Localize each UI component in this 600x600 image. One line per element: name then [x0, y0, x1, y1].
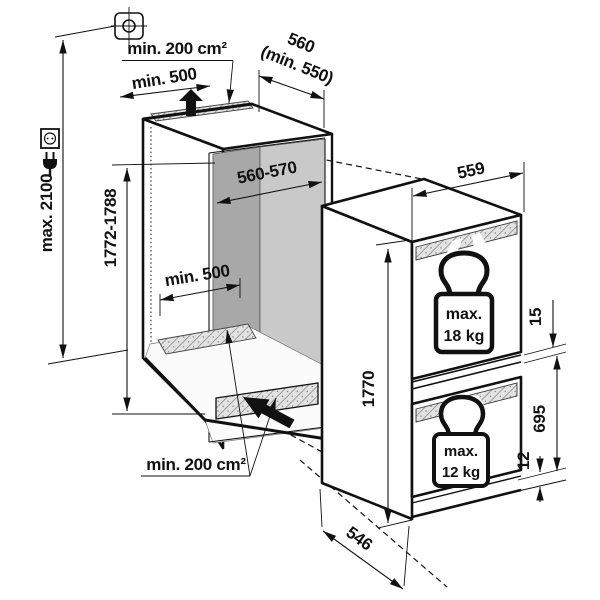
power-socket-icon [40, 128, 60, 149]
dim-top-vent-area: min. 200 cm² [122, 39, 234, 104]
lower-weight-prefix: max. [444, 443, 478, 460]
projection-line-top [149, 124, 423, 180]
appliance-plinth-line [411, 475, 522, 504]
appliance-bottom-edge [411, 488, 522, 519]
interior-height-label: 1772-1788 [101, 189, 120, 268]
upper-door-vent-notch [446, 238, 463, 255]
base-vent-area-label: min. 200 cm² [146, 455, 246, 474]
appliance-height-label: 1770 [359, 371, 378, 408]
lower-door-weight-icon: max. 12 kg [432, 394, 490, 488]
niche-opening-bottom-edge [208, 426, 326, 443]
upper-weight-prefix: max. [446, 306, 482, 323]
niche-carcass [141, 100, 448, 588]
lower-weight-value: 12 kg [442, 464, 480, 481]
appliance-side-panel [320, 204, 414, 521]
airflow-base-arrow [243, 397, 295, 429]
niche-base-cut-edge [143, 356, 207, 422]
max-height-label: max. 2100 [37, 174, 56, 253]
bottom-gap-label: 12 [514, 452, 533, 470]
door-divider-top [411, 354, 522, 383]
dim-top-depth: min. 500 [119, 64, 211, 100]
dim-door-gap-top: 15 [523, 300, 567, 364]
upper-door-weight-icon: max. 18 kg [433, 250, 495, 355]
dim-bottom-gap: 12 [513, 452, 567, 502]
fixing-leader-line [54, 25, 116, 38]
niche-opening-top-edge [208, 137, 326, 154]
upper-door-vent [415, 220, 518, 261]
lower-door-height-label: 695 [530, 405, 549, 432]
dim-lower-door-height: 695 [517, 356, 567, 481]
top-vent-area-label: min. 200 cm² [127, 39, 227, 58]
niche-base-front-edge [204, 418, 334, 442]
appliance-width-label: 559 [455, 158, 486, 182]
upper-door-vent-notch [472, 233, 487, 249]
appliance: max. 18 kg max. 12 kg [320, 177, 523, 521]
door-gap-top-label: 15 [526, 308, 545, 326]
appliance-depth-label: 546 [343, 523, 376, 555]
dim-appliance-height: 1770 [359, 239, 413, 529]
upper-weight-value: 18 kg [444, 328, 485, 345]
dim-max-height: max. 2100 [37, 40, 129, 365]
door-divider-bottom [411, 361, 522, 390]
niche-top-back-edge [142, 102, 253, 121]
power-plug-icon [43, 152, 57, 177]
dim-base-vent-area: min. 200 cm² [141, 329, 277, 477]
dim-interior-height: 1772-1788 [101, 162, 216, 415]
